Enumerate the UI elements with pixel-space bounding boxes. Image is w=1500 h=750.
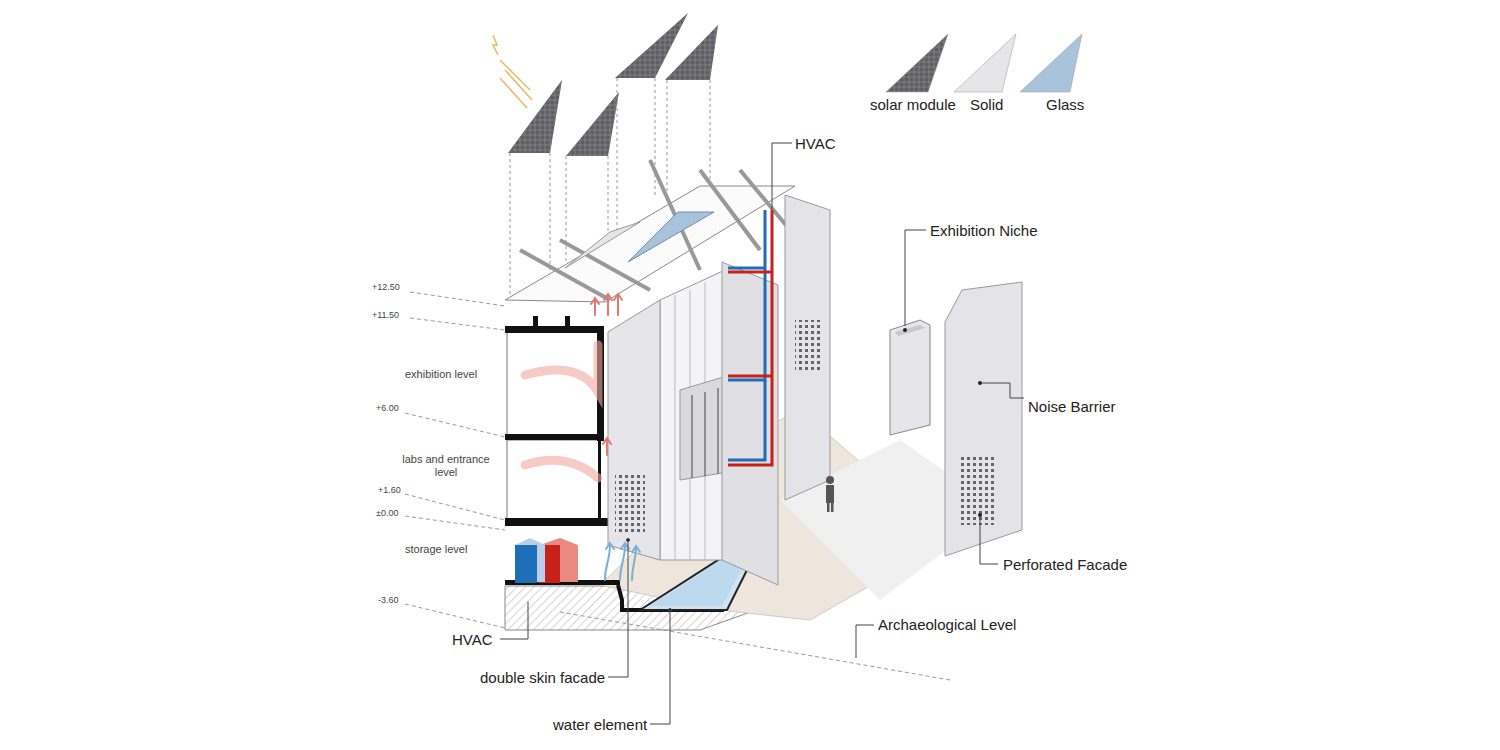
level-label: +11.50: [372, 310, 399, 320]
air-flow: [525, 294, 640, 580]
legend-swatch: [884, 32, 950, 94]
callout-label: Archaeological Level: [878, 616, 1016, 633]
legend-text: Glass: [1046, 96, 1084, 113]
hvac-pipes: [728, 210, 772, 465]
level-label: +1.60: [378, 485, 401, 495]
level-label: +12.50: [372, 282, 400, 292]
legend-swatch: [1018, 32, 1084, 94]
callout-label: HVAC: [452, 631, 493, 648]
callout-label: Perforated Facade: [1003, 556, 1127, 573]
level-label: storage level: [405, 543, 467, 556]
callout-label: water element: [553, 716, 647, 733]
level-label: ±0.00: [376, 508, 398, 518]
level-label: labs and entrance level: [398, 453, 494, 478]
legend-text: Solid: [970, 96, 1003, 113]
callout-label: Noise Barrier: [1028, 398, 1116, 415]
sun-rays: [493, 35, 532, 108]
person-figure: [826, 476, 834, 512]
level-label: +6.00: [376, 403, 399, 413]
legend-text: solar module: [870, 96, 956, 113]
noise-barrier: [945, 282, 1022, 556]
facade-panels: [608, 195, 830, 585]
exhibition-niche: [890, 320, 930, 435]
callout-label: Exhibition Niche: [930, 222, 1038, 239]
hvac-units: [515, 538, 578, 583]
legend-swatch: [952, 32, 1018, 94]
level-label: -3.60: [378, 595, 399, 605]
level-label: exhibition level: [405, 368, 477, 381]
callout-label: HVAC: [795, 135, 836, 152]
callout-label: double skin facade: [480, 669, 605, 686]
